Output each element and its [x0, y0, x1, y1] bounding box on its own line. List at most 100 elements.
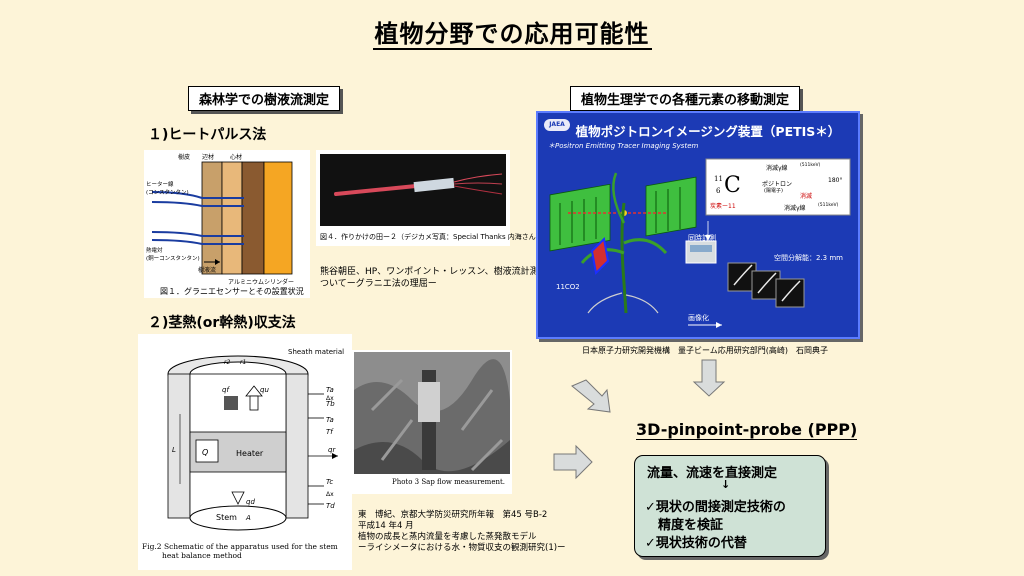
photo-sap-flow: Photo 3 Sap flow measurement. — [352, 350, 512, 494]
heading-stem-heat-balance: ２)茎熱(or幹熱)収支法 — [148, 315, 296, 331]
detector-right — [645, 176, 697, 237]
coincidence-label: 同時計測 — [688, 234, 716, 242]
jaea-logo: JAEA — [544, 119, 570, 131]
citation-line: 熊谷朝臣、HP、ワンポイント・レッスン、樹液流計測に — [320, 267, 548, 277]
label-qu: qu — [260, 386, 269, 394]
ppp-title-text: 3D-pinpoint-probe (PPP) — [636, 420, 858, 440]
label-td: Td — [326, 502, 335, 510]
heat-pulse-citation: 熊谷朝臣、HP、ワンポイント・レッスン、樹液流計測に ついてーグラニエ法の理屈ー — [320, 266, 548, 290]
pet-image-2 — [751, 270, 781, 300]
petis-diagram — [549, 158, 851, 328]
slide-title: 植物分野での応用可能性 — [0, 14, 1024, 50]
imaging-label: 画像化 — [688, 314, 709, 322]
label-r1: r1 — [240, 359, 246, 366]
c11-atomic-number: 6 — [716, 187, 721, 195]
figure4-caption: 図４．作りかけの田ー２（デジカメ写真：Special Thanks 内海さん） — [320, 233, 543, 241]
label-sapwood: 辺材 — [202, 153, 214, 161]
granier-sensor-diagram: 樹皮 辺材 心材 ヒーター線 (コンスタンタン) 熱電対 (銅ーコンスタンタン)… — [146, 153, 294, 286]
citation-line: 東 博紀、京都大学防災研究所年報 第45 号B-2 — [358, 510, 548, 520]
c11-inset — [705, 158, 851, 216]
stem-heat-citation: 東 博紀、京都大学防災研究所年報 第45 号B-2 平成14 年4 月 植物の成… — [358, 510, 566, 554]
label-tc: Tc — [326, 478, 333, 486]
positron-label: ポジトロン — [762, 181, 793, 188]
photo3-caption: Photo 3 Sap flow measurement. — [392, 478, 506, 486]
figure-stem-heat-balance: Sheath material r2 r1 qf qu Ta Tb Δx Ta … — [138, 334, 352, 570]
arrow-diagonal-icon — [571, 379, 611, 413]
figure2-caption: Fig.2 Schematic of the apparatus used fo… — [142, 542, 338, 560]
annihilation-label: 消滅 — [800, 193, 813, 200]
pet-image-3 — [775, 278, 805, 308]
thermocouple-top — [151, 231, 244, 237]
label-qf: qf — [222, 386, 230, 394]
label-sheath-material: Sheath material — [288, 348, 344, 356]
label-copper-constantan: (銅ーコンスタンタン) — [146, 254, 200, 262]
label-sap-flow: 樹液流 — [198, 266, 216, 274]
citation-line: 植物の成長と蒸内流量を考慮した蒸発散モデル — [358, 532, 537, 542]
label-aluminium: アルミニウムシリンダー — [228, 278, 294, 286]
co2-label: 11CO2 — [556, 283, 580, 291]
ppp-line-verify-1: ✓現状の間接測定技術の — [645, 500, 786, 515]
label-l: L — [172, 446, 176, 454]
petis-panel: JAEA 植物ポジトロンイメージング装置（PETIS＊） ＊Positron E… — [536, 111, 860, 339]
citation-line: ーライシメータにおける水・物質収支の観測研究(1)ー — [358, 543, 566, 553]
section-label-forestry: 森林学での樹液流測定 — [188, 86, 341, 111]
gamma-energy-2: (511keV) — [818, 203, 839, 208]
ppp-summary-box: 流量、流速を直接測定 ↓ ✓現状の間接測定技術の 精度を検証 ✓現状技術の代替 — [634, 455, 826, 557]
citation-line: 平成14 年4 月 — [358, 521, 414, 531]
label-q: Q — [202, 448, 208, 457]
arrow-down-icon — [692, 359, 726, 397]
label-qr: qr — [328, 446, 336, 454]
label-constantan: (コンスタンタン) — [146, 188, 189, 196]
resolution-label: 空間分解能：2.3 mm — [774, 254, 843, 262]
co2-chamber — [590, 236, 610, 276]
ppp-title: 3D-pinpoint-probe (PPP) — [636, 420, 858, 440]
aluminium-cylinder — [263, 161, 293, 275]
ppp-line-arrow: ↓ — [721, 478, 731, 491]
label-ta: Ta — [326, 416, 334, 424]
figure2-caption-line1: Fig.2 Schematic of the apparatus used fo… — [142, 542, 338, 551]
citation-line: ついてーグラニエ法の理屈ー — [320, 279, 437, 289]
label-ta-top: Ta — [326, 386, 334, 394]
label-heater: Heater — [236, 449, 264, 458]
positron-sublabel: (陽電子) — [764, 188, 783, 194]
sap-flow-photo — [354, 352, 510, 474]
section-label-plant-physiology: 植物生理学での各種元素の移動測定 — [570, 86, 801, 111]
slide-title-text: 植物分野での応用可能性 — [372, 20, 652, 50]
sensor-photo — [320, 154, 506, 226]
label-heater-wire: ヒーター線 — [146, 180, 174, 188]
heading-heat-pulse: １)ヒートパルス法 — [148, 127, 267, 143]
gamma-label-1: 消滅γ線 — [766, 165, 788, 172]
c11-mass-number: 11 — [714, 175, 723, 183]
angle-label: 180° — [828, 177, 843, 184]
ppp-line-direct-measure: 流量、流速を直接測定 — [647, 466, 778, 481]
label-dx-top: Δx — [326, 395, 334, 402]
gamma-label-2: 消滅γ線 — [784, 205, 806, 212]
c11-name: 炭素ー11 — [710, 203, 736, 210]
label-dx-bottom: Δx — [326, 491, 334, 498]
figure-sensor-photo: 図４．作りかけの田ー２（デジカメ写真：Special Thanks 内海さん） — [316, 150, 543, 246]
label-thermocouple: 熱電対 — [146, 246, 163, 254]
label-bark: 樹皮 — [178, 153, 190, 161]
heater-wire-bottom — [151, 201, 244, 207]
label-a: A — [245, 514, 251, 522]
roots — [587, 292, 659, 314]
label-stem: Stem — [216, 513, 237, 522]
petis-subtitle: ＊Positron Emitting Tracer Imaging System — [548, 142, 699, 150]
petis-title: 植物ポジトロンイメージング装置（PETIS＊） — [575, 124, 841, 139]
ppp-line-replace: ✓現状技術の代替 — [645, 536, 747, 551]
label-heartwood: 心材 — [230, 153, 242, 161]
pet-image-1 — [727, 262, 757, 292]
heater-wire-top — [151, 191, 244, 199]
thermocouple-bottom — [151, 239, 244, 245]
stem-heat-balance-diagram: Sheath material r2 r1 qf qu Ta Tb Δx Ta … — [167, 348, 344, 531]
label-qd: qd — [246, 498, 255, 506]
figure1-caption: 図１．グラニエセンサーとその設置状況 — [160, 287, 304, 296]
plant-stem — [620, 202, 628, 314]
gamma-energy-1: (511keV) — [800, 163, 821, 168]
label-tf: Tf — [326, 428, 334, 436]
arrow-right-icon — [553, 444, 593, 480]
figure2-caption-line2: heat balance method — [162, 551, 242, 560]
label-tb: Tb — [326, 400, 335, 408]
c11-element-symbol: C — [724, 173, 741, 198]
